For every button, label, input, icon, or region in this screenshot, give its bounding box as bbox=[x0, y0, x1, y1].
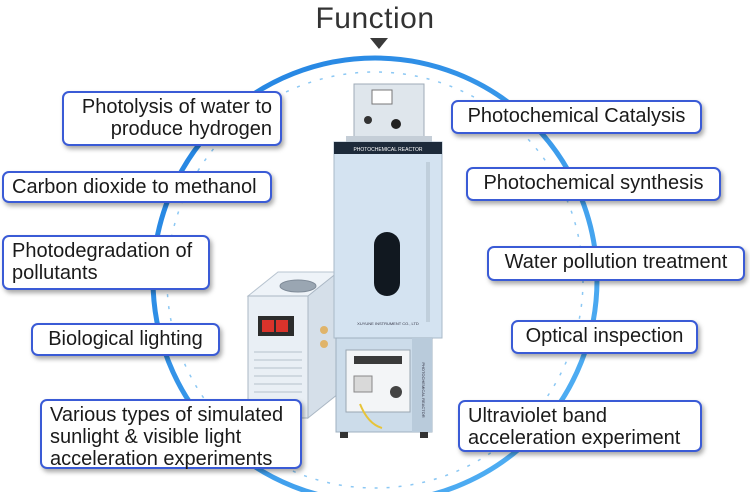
down-arrow-icon bbox=[370, 38, 388, 49]
function-line: acceleration experiment bbox=[468, 427, 681, 449]
function-item-ultraviolet: Ultraviolet band acceleration experiment bbox=[458, 400, 702, 452]
function-item-optical-inspection: Optical inspection bbox=[511, 320, 698, 354]
cabinet-sublabel: XUYUNE INSTRUMENT CO., LTD bbox=[357, 321, 419, 326]
function-item-photodegradation: Photodegradation of pollutants bbox=[2, 235, 210, 290]
function-line: acceleration experiments bbox=[50, 448, 273, 470]
top-controller bbox=[346, 83, 432, 142]
function-item-simulated-sunlight: Various types of simulated sunlight & vi… bbox=[40, 399, 302, 470]
function-line: produce hydrogen bbox=[110, 118, 272, 140]
function-line: Water pollution treatment bbox=[504, 251, 728, 273]
function-line: Photochemical synthesis bbox=[483, 172, 704, 194]
function-item-water-pollution: Water pollution treatment bbox=[487, 246, 745, 281]
function-line: Biological lighting bbox=[48, 328, 203, 350]
reactor-cabinet: PHOTOCHEMICAL REACTOR XUYUNE INSTRUMENT … bbox=[333, 141, 443, 339]
cabinet-label: PHOTOCHEMICAL REACTOR bbox=[353, 147, 422, 153]
function-line: Carbon dioxide to methanol bbox=[12, 176, 257, 198]
lower-cabinet: PHOTOCHEMICAL REACTOR bbox=[335, 337, 433, 438]
function-item-biological-lighting: Biological lighting bbox=[31, 323, 220, 356]
function-item-photolysis: Photolysis of water to produce hydrogen bbox=[62, 91, 282, 146]
side-label: PHOTOCHEMICAL REACTOR bbox=[421, 362, 426, 417]
function-line: Photodegradation of bbox=[12, 240, 193, 262]
function-line: Photolysis of water to bbox=[81, 96, 272, 118]
function-line: Various types of simulated bbox=[50, 404, 284, 426]
function-item-photochemical-catalysis: Photochemical Catalysis bbox=[451, 100, 702, 134]
function-title: Function bbox=[315, 2, 435, 35]
function-line: pollutants bbox=[12, 262, 98, 284]
function-item-photochemical-synthesis: Photochemical synthesis bbox=[466, 167, 721, 201]
chiller-unit bbox=[246, 270, 339, 420]
function-line: Photochemical Catalysis bbox=[467, 105, 686, 127]
function-line: Optical inspection bbox=[525, 325, 684, 347]
function-line: sunlight & visible light bbox=[50, 426, 242, 448]
function-line: Ultraviolet band bbox=[468, 405, 607, 427]
function-item-carbon-dioxide: Carbon dioxide to methanol bbox=[2, 171, 272, 203]
